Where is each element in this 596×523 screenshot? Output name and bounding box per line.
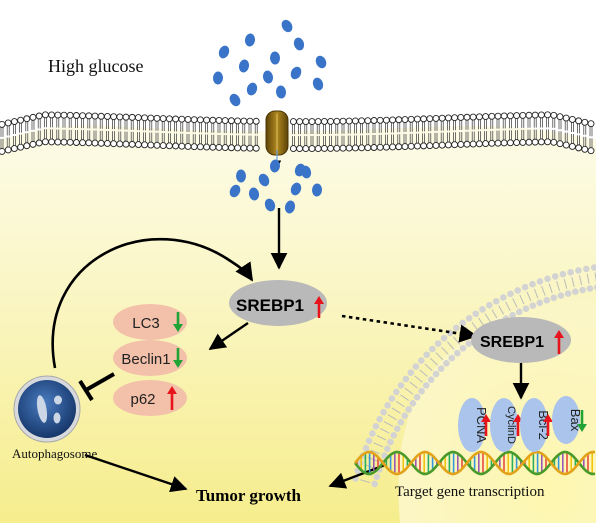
arrow-dna-to-tumor: [328, 463, 386, 489]
bax-down-arrow-icon: [577, 410, 587, 432]
p62-up-arrow-icon: [167, 386, 177, 410]
srebp1-cytoplasm-label: SREBP1: [236, 296, 304, 315]
arrow-srebp1-translocation: [341, 314, 478, 343]
tumor-growth-label: Tumor growth: [196, 486, 302, 505]
beclin1-label: Beclin1: [121, 351, 170, 368]
pcna-up-arrow-icon: [481, 414, 491, 436]
beclin1-node: Beclin1: [113, 340, 187, 376]
srebp1-nucleus-label: SREBP1: [480, 334, 544, 351]
bax-node: Bax: [552, 396, 587, 444]
lc3-label: LC3: [132, 315, 160, 332]
p62-label: p62: [130, 391, 155, 408]
lc3-node: LC3: [113, 304, 187, 340]
autophagosome-icon: [13, 375, 81, 443]
arrow-autophagosome-to-srebp1: [51, 237, 254, 369]
cyclind-node: CyclinD: [490, 398, 523, 452]
p62-node: p62: [113, 380, 187, 416]
lc3-down-arrow-icon: [173, 312, 183, 332]
srebp1-nucleus-node: SREBP1: [471, 317, 571, 363]
srebp1-cytoplasm-up-arrow-icon: [314, 296, 324, 318]
autophagosome-label: Autophagosome: [12, 446, 97, 461]
plasma-membrane: [0, 111, 595, 155]
beclin1-down-arrow-icon: [173, 348, 183, 368]
glucose-molecules: [212, 19, 327, 214]
arrow-srebp1-to-autophagy-proteins: [208, 322, 249, 350]
srebp1-nucleus-up-arrow-icon: [554, 330, 564, 354]
dna-helix: [354, 450, 596, 476]
bcl2-node: Bcl-2: [520, 398, 553, 452]
cyclind-label: CyclinD: [505, 406, 517, 444]
glucose-transporter: [265, 110, 289, 156]
bcl2-up-arrow-icon: [543, 414, 553, 436]
srebp1-cytoplasm-node: SREBP1: [229, 280, 327, 326]
arrows: [51, 208, 530, 493]
target-gene-transcription-label: Target gene transcription: [395, 484, 545, 500]
inhibition-beclin1-autophagosome: [78, 372, 115, 402]
arrow-autophagosome-to-tumor: [84, 453, 188, 493]
pcna-node: PCNA: [458, 398, 491, 452]
high-glucose-label: High glucose: [48, 56, 143, 76]
